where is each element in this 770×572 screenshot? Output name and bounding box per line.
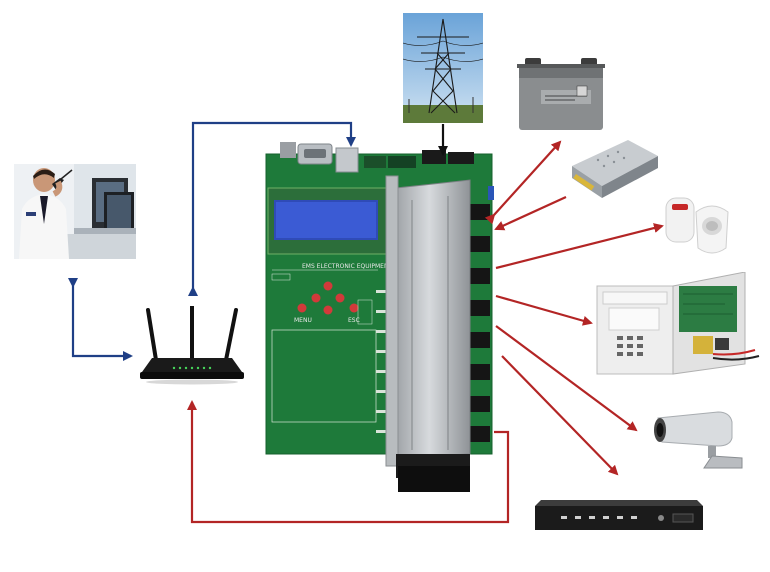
power-tower-icon — [403, 13, 483, 123]
esc-label: ESC — [348, 317, 360, 324]
link-battery-board — [484, 140, 562, 225]
operator-with-radio-icon — [14, 164, 136, 259]
dvr-recorder-icon — [535, 500, 703, 530]
link-board-dvr — [501, 355, 619, 476]
menu-label: MENU — [294, 317, 312, 324]
link-operator-router — [68, 278, 133, 361]
wifi-router-icon — [140, 306, 244, 385]
link-router-board — [188, 121, 356, 296]
link-psu-board — [494, 195, 567, 231]
battery-icon — [517, 58, 605, 130]
link-board-router-bottom — [187, 400, 510, 524]
alarm-panel-icon — [596, 272, 760, 375]
cctv-camera-icon — [654, 411, 743, 469]
power-supply-icon — [572, 140, 658, 198]
link-board-camera — [495, 325, 638, 432]
link-board-sensor — [495, 223, 664, 270]
link-board-alarm — [495, 294, 593, 326]
motion-sensor-icon — [665, 197, 729, 254]
